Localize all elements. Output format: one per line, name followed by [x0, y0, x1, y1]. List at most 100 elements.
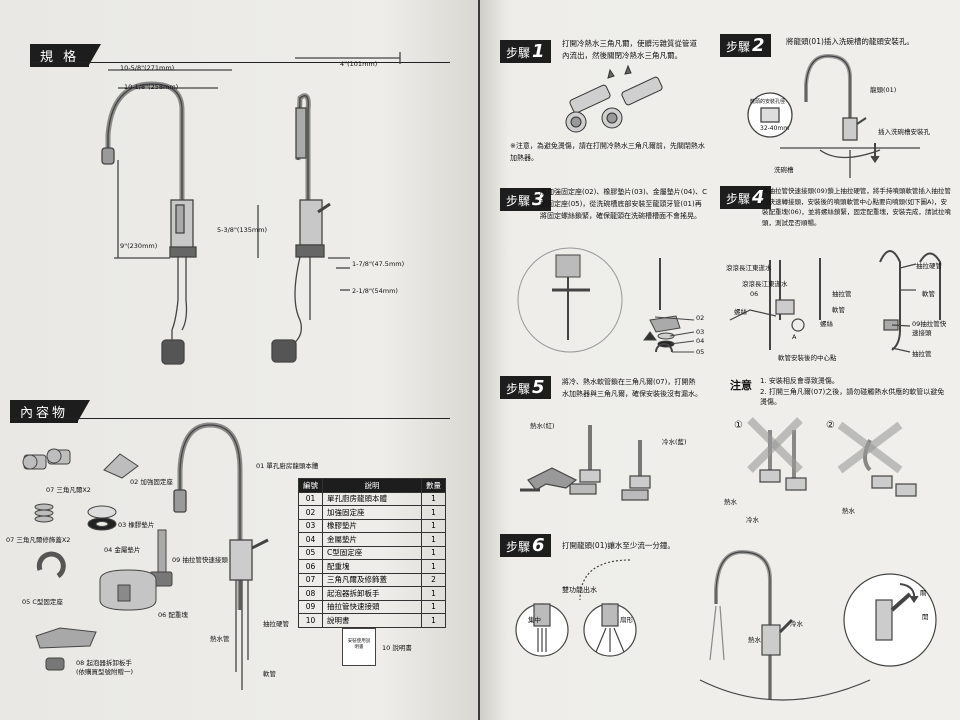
- part-desc-cell: 說明書: [322, 613, 422, 628]
- part-qty-cell: 1: [421, 491, 446, 506]
- step4-label-roll1: 滾滾長江東逝水: [726, 264, 772, 272]
- step6-text: 打開龍頭(01)讓水至少流一分鐘。: [562, 541, 675, 550]
- label-valve-cover: 07 三角凡爾修飾蓋X2: [6, 536, 71, 544]
- label-manual: 10 說明書: [382, 644, 412, 652]
- part-qty-cell: 1: [421, 505, 446, 520]
- step2-text: 將龍頭(01)插入洗碗槽的龍頭安裝孔。: [786, 37, 914, 46]
- part-no-cell: 02: [298, 505, 323, 520]
- part-desc-cell: 加強固定座: [322, 505, 422, 520]
- caution-item-2: 2. 打開三角凡爾(07)之後，請勿碰觸熱水供應的軟管以避免燙傷。: [760, 388, 945, 406]
- part-desc-cell: 金屬墊片: [322, 532, 422, 547]
- caution-item-1: 1. 安裝相反會導致燙傷。: [760, 377, 839, 385]
- spec-rule: [30, 62, 450, 63]
- part-desc-cell: 三角凡爾及修飾蓋: [322, 572, 422, 587]
- step2-hole-label: 插入洗碗槽安裝孔: [878, 128, 930, 136]
- step3-label-03: 03: [696, 328, 705, 336]
- part-desc-cell: 抽拉管快速接頭: [322, 599, 422, 614]
- parts-table-header: 編號 說明 數量: [298, 478, 446, 493]
- step6-fan-label: 扇形: [620, 616, 633, 624]
- part-qty-cell: 1: [421, 518, 446, 533]
- step4-label-hose: 軟管: [832, 306, 845, 314]
- dim-47-5: 1-7/8"(47.5mm): [352, 260, 405, 268]
- label-reinforce-base: 02 加強固定座: [130, 478, 173, 486]
- pull-hose-assembly-illustration: [729, 250, 941, 353]
- step4-label-center: 軟管安裝後的中心點: [778, 354, 837, 362]
- step3-text: 將加強固定座(02)、橡膠墊片(03)、金屬墊片(04)、C型固定座(05)，從…: [540, 188, 707, 220]
- step6-dual-label: 雙功能出水: [562, 586, 597, 594]
- part-no-cell: 10: [298, 613, 323, 628]
- step4-label-screw2: 螺絲: [820, 320, 833, 328]
- col-header-qty: 數量: [421, 478, 446, 493]
- caution-case-2: ②: [826, 420, 835, 431]
- label-hot-pipe: 熱水管: [210, 635, 230, 643]
- part-no-cell: 08: [298, 586, 323, 601]
- step6-hot-label: 熱水: [748, 636, 761, 644]
- step4-label-09: 09抽拉管快速接頭: [912, 320, 947, 337]
- dim-height-230: 9"(230mm): [120, 242, 158, 250]
- step3-label-04: 04: [696, 337, 705, 345]
- label-metal-gasket: 04 金屬墊片: [104, 546, 141, 554]
- part-desc-cell: 橡膠墊片: [322, 518, 422, 533]
- step3-label-05: 05: [696, 348, 705, 356]
- step5-cold-label: 冷水(藍): [662, 438, 687, 446]
- dim-width-271: 10-5/8"(271mm): [120, 64, 175, 72]
- part-qty-cell: 1: [421, 545, 446, 560]
- manual-booklet-title: 安裝使用說明書: [347, 639, 371, 650]
- step4-label-hard: 抽拉硬管: [916, 262, 942, 270]
- step6-open-label: 開: [922, 613, 929, 621]
- caution-cold-1: 冷水: [746, 516, 759, 524]
- part-no-cell: 09: [298, 599, 323, 614]
- step6-focus-label: 集中: [528, 616, 541, 624]
- col-header-no: 編號: [298, 478, 323, 493]
- step4-text: 將抽拉管快速接頭(09)鎖上抽拉硬管，將手持噴頭軟管插入抽拉管的快速轉接頭，安裝…: [762, 187, 951, 227]
- caution-case-1: ①: [734, 420, 743, 431]
- caution-hot-2: 熱水: [842, 507, 855, 515]
- label-pull-hard-pipe: 抽拉硬管: [263, 620, 289, 628]
- dim-54: 2-1/8"(54mm): [352, 287, 398, 295]
- connect-hoses-illustration: [520, 425, 651, 501]
- part-desc-cell: 單孔廚房龍頭本體: [322, 491, 422, 506]
- part-no-cell: 04: [298, 532, 323, 547]
- part-no-cell: 05: [298, 545, 323, 560]
- label-weight: 06 配重塊: [158, 611, 188, 619]
- step5-hot-label: 熱水(紅): [530, 422, 555, 430]
- label-c-bracket: 05 C型固定座: [22, 598, 63, 606]
- label-hose: 軟管: [263, 670, 276, 678]
- part-no-cell: 06: [298, 559, 323, 574]
- label-rubber-gasket: 03 橡膠墊片: [118, 521, 155, 529]
- left-page: 規 格 10-5/8"(271mm) 10-1/8"(258mm) 9"(230…: [0, 0, 478, 720]
- step4-label-06: 06: [750, 290, 759, 298]
- dim-height-135: 5-3/8"(135mm): [217, 226, 268, 234]
- step2-hole-dia: 32-40mm: [760, 125, 790, 132]
- step4-label-roll2: 滾滾長江東逝水: [742, 280, 788, 288]
- step2-faucet-label: 龍頭(01): [870, 86, 897, 94]
- step3-label-02: 02: [696, 314, 705, 322]
- part-qty-cell: 2: [421, 572, 446, 587]
- step4-label-pull2: 抽拉管: [912, 350, 932, 358]
- part-qty-cell: 1: [421, 599, 446, 614]
- caution-wrong-install-illustrations: [747, 417, 917, 497]
- step1-text: 打開冷熱水三角凡爾，使髒污雜質從管道內流出，然後關閉冷熱水三角凡爾。: [562, 39, 697, 60]
- mounting-hardware-illustration: [517, 247, 695, 353]
- faucet-side-view-illustration: [257, 52, 401, 363]
- part-qty-cell: 1: [421, 532, 446, 547]
- label-aerator-wrench: 08 起泡器拆卸板手 (依購買型號附贈一): [76, 659, 134, 676]
- parts-illustrations: [22, 422, 269, 690]
- part-desc-cell: 起泡器拆卸板手: [322, 586, 422, 601]
- part-no-cell: 01: [298, 491, 323, 506]
- step4-label-pull: 抽拉管: [832, 290, 852, 298]
- part-desc-cell: 配重塊: [322, 559, 422, 574]
- part-desc-cell: C型固定座: [322, 545, 422, 560]
- spray-modes-illustration: [515, 549, 937, 701]
